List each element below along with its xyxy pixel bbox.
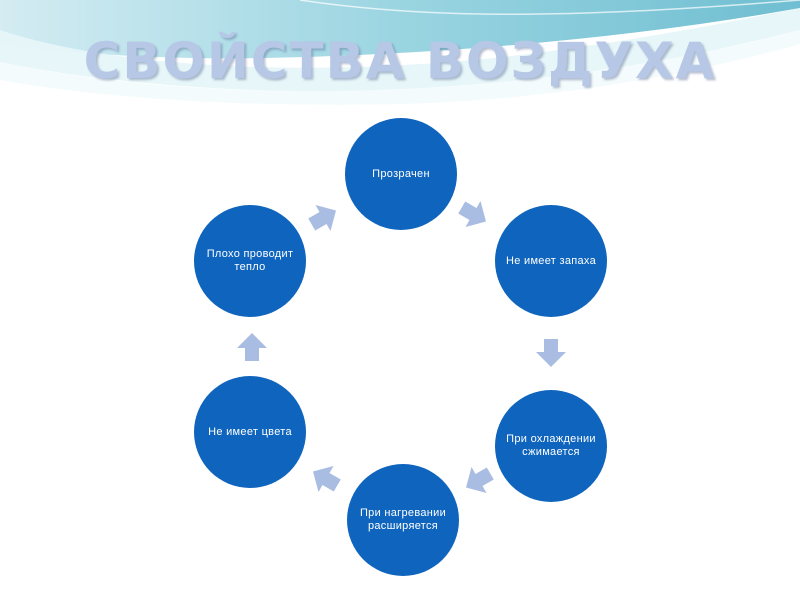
cycle-node-contracts-when-cooled: При охлаждении сжимается	[495, 390, 607, 502]
cycle-arrow-3	[466, 467, 494, 493]
cycle-node-label: Прозрачен	[372, 167, 430, 180]
cycle-node-transparent: Прозрачен	[345, 118, 457, 230]
cycle-arrow-1	[458, 201, 486, 227]
cycle-node-no-color: Не имеет цвета	[194, 376, 306, 488]
cycle-arrow-2	[536, 339, 566, 367]
cycle-node-label: Плохо проводит тепло	[206, 248, 294, 273]
cycle-node-label: При нагревании расширяется	[359, 507, 447, 532]
page-title: СВОЙСТВА ВОЗДУХА	[83, 32, 717, 90]
header-wave-background	[0, 0, 800, 105]
cycle-node-poor-heat-conductor: Плохо проводит тепло	[194, 205, 306, 317]
cycle-arrow-6	[308, 205, 336, 231]
cycle-node-label: Не имеет запаха	[505, 254, 597, 267]
cycle-node-label: Не имеет цвета	[208, 425, 292, 438]
cycle-node-no-smell: Не имеет запаха	[495, 205, 607, 317]
cycle-node-label: При охлаждении сжимается	[506, 433, 596, 458]
cycle-arrow-5	[237, 333, 267, 361]
cycle-arrow-4	[313, 466, 341, 492]
cycle-node-expands-when-heated: При нагревании расширяется	[347, 464, 459, 576]
